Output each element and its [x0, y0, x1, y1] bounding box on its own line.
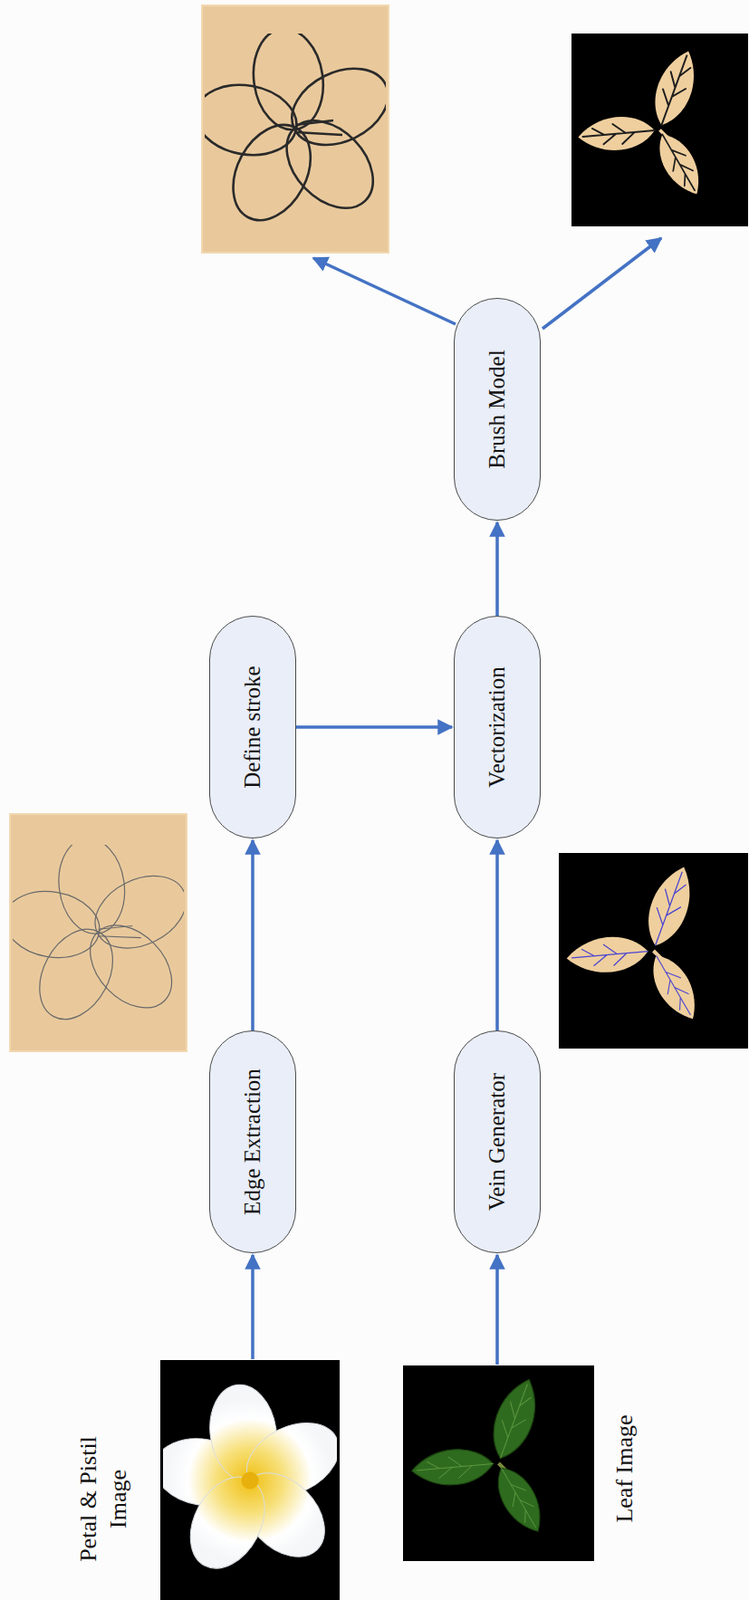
box-label: Vein Generator [484, 1073, 510, 1211]
process-box: Vectorization [453, 615, 541, 839]
output-leaf [571, 33, 749, 227]
box-label: Edge Extraction [240, 1068, 266, 1216]
leaf-photo [403, 1365, 595, 1562]
process-box: Vein Generator [453, 1030, 541, 1254]
box-label: Define stroke [240, 665, 266, 788]
flow-arrow [250, 840, 255, 1031]
edge-image [9, 814, 187, 1052]
output-arrow [542, 238, 662, 329]
output-leaf-art [576, 45, 711, 202]
output-arrow [313, 258, 456, 325]
box-label: Vectorization [484, 666, 510, 788]
input-arrow [250, 1255, 255, 1360]
box-label: Brush Model [484, 349, 510, 469]
output-flower-art [190, 24, 401, 234]
flow-arrow [296, 725, 452, 730]
leaf-photo-art [410, 1373, 552, 1540]
image-caption: Leaf Image [610, 1382, 641, 1556]
process-box: Brush Model [453, 297, 541, 521]
input-arrow [495, 1255, 500, 1365]
flower-photo-art [149, 1380, 352, 1582]
flow-arrow [495, 840, 500, 1031]
edge-image-art [0, 834, 199, 1032]
vein-image-art [565, 861, 707, 1028]
process-box: Edge Extraction [209, 1030, 297, 1254]
vein-image [558, 853, 749, 1049]
image-caption: Petal & Pistil Image [74, 1406, 134, 1593]
flow-arrow [495, 522, 500, 616]
process-box: Define stroke [209, 615, 297, 839]
